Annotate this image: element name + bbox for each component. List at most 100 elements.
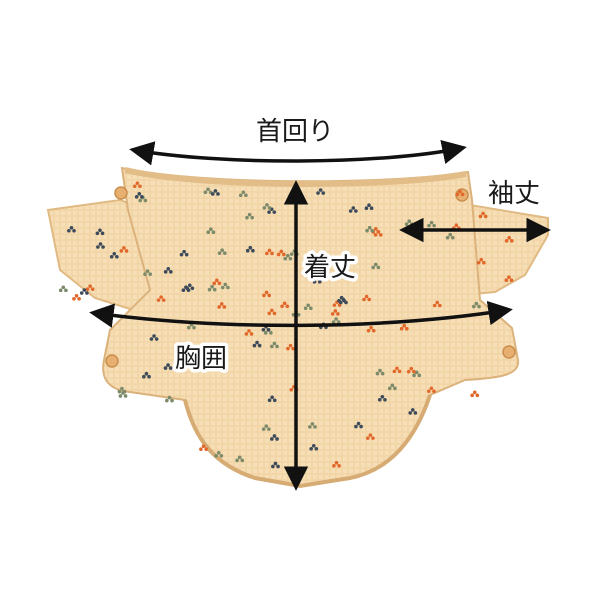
flower-dot	[367, 297, 371, 302]
flower-dot	[251, 248, 255, 253]
flower-dot	[313, 425, 317, 429]
flower-dot	[270, 308, 274, 313]
flower-dot	[280, 304, 284, 309]
flower-dot	[210, 192, 215, 196]
flower-dot	[507, 236, 511, 240]
flower-dot	[354, 209, 358, 213]
flower-dot	[154, 337, 159, 341]
flower-dot	[342, 298, 347, 303]
chest-label: 胸囲	[175, 344, 227, 374]
flower-dot	[309, 306, 313, 311]
flower-dot	[138, 184, 142, 189]
neck-label: 首回り	[256, 117, 334, 147]
flower-dot	[374, 227, 378, 231]
flower-dot	[290, 196, 294, 200]
flower-dot	[286, 253, 290, 258]
flower-dot	[217, 281, 222, 286]
flower-dot	[115, 254, 119, 259]
flower-dot	[432, 303, 437, 308]
flower-dot	[318, 188, 323, 192]
flower-dot	[509, 278, 514, 283]
flower-dot	[112, 251, 117, 256]
flower-dot	[288, 256, 293, 261]
measurement-arrows	[89, 139, 551, 491]
flower-dot	[311, 443, 316, 448]
flower-dot	[264, 424, 269, 428]
flower-dot	[482, 260, 486, 265]
flower-dot	[206, 187, 210, 192]
length-label: 着丈	[304, 253, 356, 283]
snap-button	[502, 345, 516, 359]
flower-dot	[248, 245, 253, 250]
flower-dot	[124, 249, 129, 253]
flower-dot	[507, 275, 511, 280]
flower-dot	[356, 421, 361, 426]
flower-dot	[156, 298, 161, 302]
flower-dot	[348, 209, 353, 213]
flower-dot	[470, 393, 474, 398]
flower-dot	[199, 447, 203, 452]
flower-dot	[267, 427, 271, 431]
flower-dot	[144, 371, 149, 376]
flower-dot	[143, 272, 147, 276]
flower-dot	[438, 303, 442, 308]
flower-dot	[77, 297, 81, 301]
flower-dot	[371, 328, 376, 333]
flower-dot	[368, 433, 373, 437]
flower-dot	[166, 267, 171, 271]
flower-dot	[72, 297, 76, 301]
flower-dot	[219, 453, 224, 458]
flower-dot	[211, 230, 216, 234]
flower-dot	[204, 447, 208, 452]
flower-dot	[203, 190, 208, 195]
chest-arrow	[89, 300, 513, 328]
flower-dot	[307, 265, 312, 269]
flower-dot	[312, 280, 317, 284]
flower-dot	[275, 437, 279, 441]
flower-dot	[377, 397, 382, 402]
flower-dot	[477, 304, 481, 309]
flower-dot	[167, 395, 172, 400]
flower-dot	[270, 437, 274, 441]
flower-dot	[354, 424, 358, 429]
flower-dot	[219, 302, 224, 306]
flower-dot	[367, 225, 372, 230]
flower-dot	[261, 427, 266, 431]
flower-dot	[460, 192, 465, 197]
flower-dot	[409, 366, 414, 371]
flower-dot	[387, 386, 392, 391]
flower-dot	[395, 366, 399, 371]
flower-dot	[98, 242, 103, 246]
flower-dot	[85, 291, 89, 295]
flower-dot	[504, 239, 509, 243]
flower-dot	[332, 463, 336, 468]
flower-dot	[285, 304, 290, 309]
flower-dot	[289, 388, 294, 392]
flower-dot	[138, 198, 143, 203]
flower-dot	[257, 343, 262, 348]
flower-dot	[475, 393, 480, 398]
flower-dot	[159, 295, 163, 299]
flower-dot	[186, 325, 191, 330]
sleeve-label: 袖丈	[488, 179, 540, 209]
flower-dot	[366, 328, 371, 333]
flower-dot	[61, 285, 66, 290]
flower-dot	[212, 281, 217, 286]
flower-dot	[140, 195, 144, 199]
flower-dot	[435, 300, 440, 305]
flower-dot	[287, 199, 292, 203]
flower-dot	[100, 231, 105, 236]
flower-dot	[209, 227, 213, 231]
flower-dot	[458, 189, 462, 194]
flower-dot	[270, 395, 274, 400]
flower-dot	[95, 231, 100, 236]
flower-dot	[182, 249, 186, 254]
flower-dot	[79, 291, 84, 295]
flower-dot	[264, 290, 269, 295]
flower-dot	[330, 312, 335, 316]
flower-dot	[282, 301, 287, 306]
flower-dot	[169, 270, 173, 274]
flower-dot	[210, 284, 214, 289]
hem-edge	[183, 394, 432, 489]
flower-dot	[267, 293, 271, 298]
